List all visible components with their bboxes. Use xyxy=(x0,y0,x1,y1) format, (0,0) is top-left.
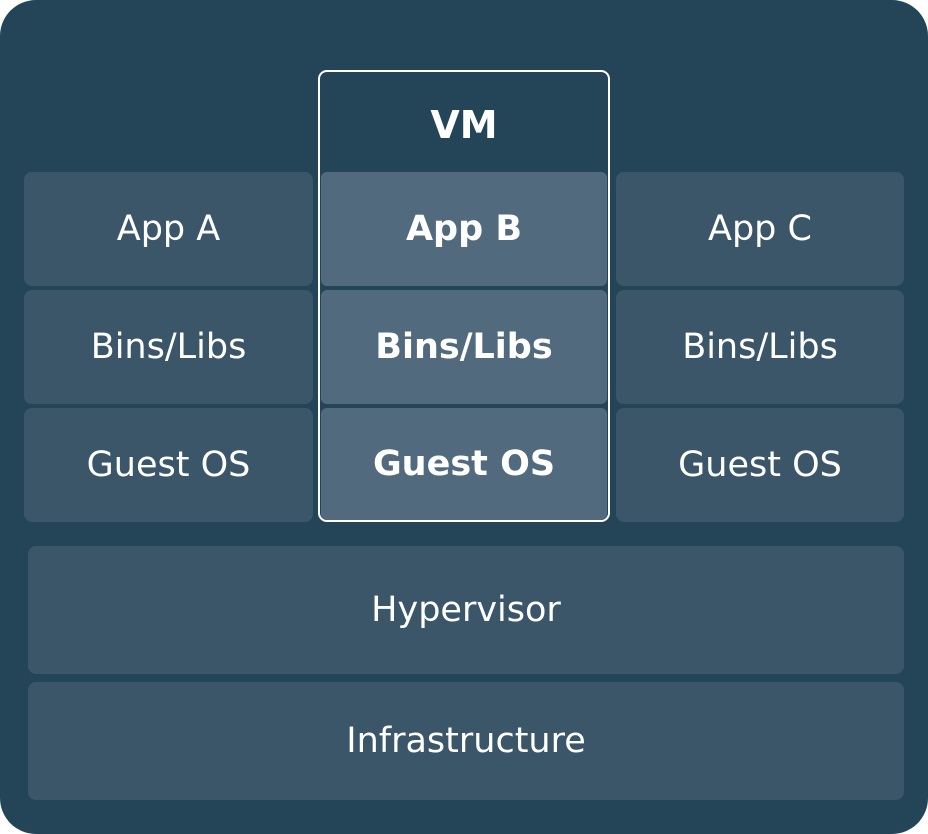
vm-outline xyxy=(318,70,610,522)
app-c-block: App C xyxy=(616,172,904,286)
guest-os-b-block: Guest OS xyxy=(321,408,607,520)
infrastructure-block: Infrastructure xyxy=(28,682,904,800)
app-b-block: App B xyxy=(321,172,607,286)
guest-os-c-block: Guest OS xyxy=(616,408,904,522)
bins-libs-b-block: Bins/Libs xyxy=(321,290,607,404)
vm-label: VM xyxy=(430,103,498,147)
app-a-block: App A xyxy=(24,172,313,286)
hypervisor-block: Hypervisor xyxy=(28,546,904,674)
bins-libs-a-block: Bins/Libs xyxy=(24,290,313,404)
guest-os-a-block: Guest OS xyxy=(24,408,313,522)
bins-libs-c-block: Bins/Libs xyxy=(616,290,904,404)
